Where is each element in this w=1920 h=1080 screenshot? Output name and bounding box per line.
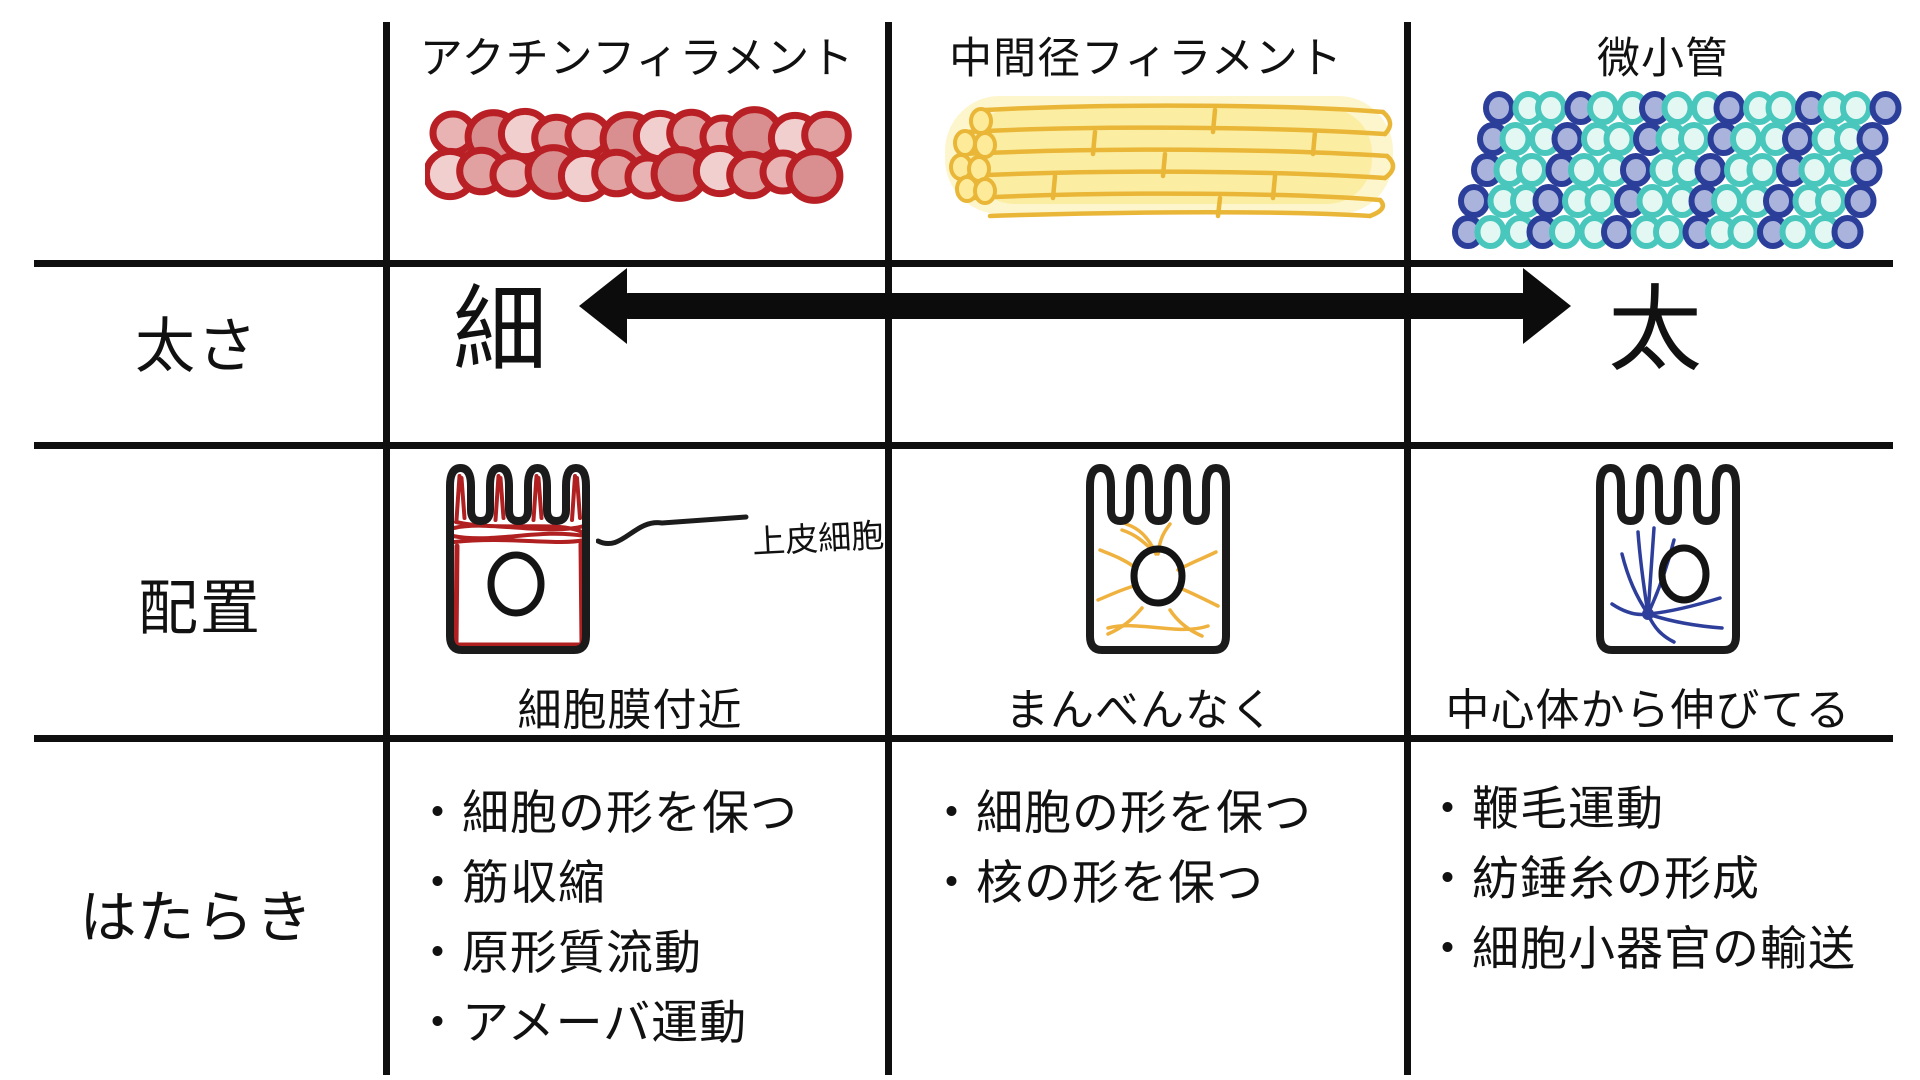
caption-microtubule-arrangement: 中心体から伸びてる: [1445, 686, 1851, 735]
caption-actin-arrangement: 細胞膜付近: [517, 686, 743, 735]
intermediate-filament-illustration: [945, 96, 1396, 219]
function-list-actin: ・細胞の形を保つ ・筋収縮 ・原形質流動 ・アメーバ運動: [414, 778, 798, 1058]
microtubule-arrangement-cell-illustration: [1596, 464, 1740, 654]
function-list-microtubule: ・鞭毛運動 ・紡錘糸の形成 ・細胞小器官の輸送: [1424, 774, 1856, 984]
column-header-actin: アクチンフィラメント: [419, 35, 855, 83]
column-header-microtubule: 微小管: [1597, 35, 1729, 83]
function-item: ・核の形を保つ: [928, 856, 1264, 909]
function-item: ・紡錘糸の形成: [1424, 852, 1760, 905]
function-item: ・原形質流動: [414, 926, 702, 979]
annotation-epithelial-cell: 上皮細胞: [751, 516, 886, 561]
function-item: ・細胞小器官の輸送: [1424, 922, 1856, 975]
annotation-pointer-line: [596, 514, 749, 546]
grid-vertical-line-2: [885, 22, 892, 1075]
function-item: ・アメーバ運動: [414, 996, 748, 1049]
row-label-function: はたらき: [79, 886, 315, 950]
grid-vertical-line-3: [1404, 22, 1411, 1075]
function-item: ・筋収縮: [414, 856, 606, 909]
centrosome-dot: [1642, 608, 1654, 620]
actin-filament-illustration: [425, 106, 852, 204]
function-item: ・細胞の形を保つ: [414, 786, 798, 839]
grid-horizontal-line-2: [34, 442, 1893, 449]
intermediate-arrangement-cell-illustration: [1086, 464, 1230, 654]
microtubule-illustration: [1452, 91, 1902, 249]
row-label-thickness: 太さ: [135, 313, 259, 380]
function-list-intermediate: ・細胞の形を保つ ・核の形を保つ: [928, 778, 1312, 918]
row-label-arrangement: 配置: [138, 575, 262, 642]
function-item: ・細胞の形を保つ: [928, 786, 1312, 839]
thickness-thin-char: 細: [452, 277, 548, 382]
column-header-intermediate: 中間径フィラメント: [949, 35, 1343, 83]
actin-arrangement-cell-illustration: [446, 464, 590, 654]
caption-intermediate-arrangement: まんべんなく: [1005, 686, 1275, 735]
thickness-thick-char: 太: [1607, 277, 1703, 382]
grid-horizontal-line-1: [34, 260, 1893, 267]
grid-vertical-line-1: [383, 22, 390, 1075]
thickness-arrow: [579, 268, 1571, 344]
function-item: ・鞭毛運動: [1424, 782, 1664, 835]
grid-horizontal-line-3: [34, 735, 1893, 742]
